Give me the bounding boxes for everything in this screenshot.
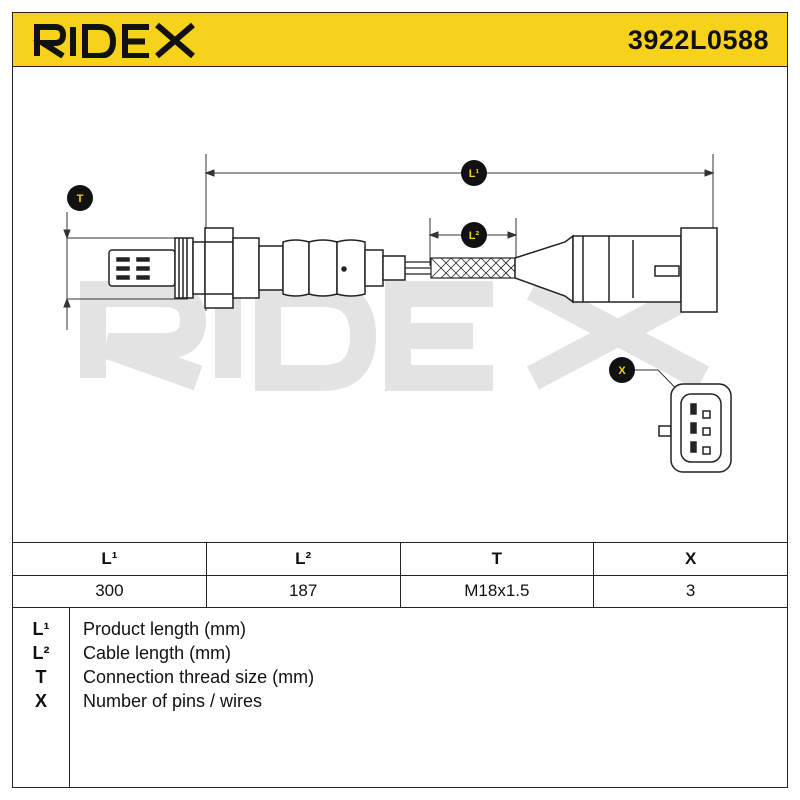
legend-description: Product length (mm) <box>83 619 247 639</box>
page-frame <box>12 12 788 788</box>
spec-header-t: T <box>399 543 594 575</box>
sensor-drawing: L¹ L² T <box>63 154 732 473</box>
spec-header-l1: L¹ <box>101 549 118 568</box>
legend-divider <box>69 607 70 787</box>
legend-key: X <box>34 691 47 711</box>
spec-header-l2: L² <box>205 543 400 575</box>
legend-item: L² Cable length (mm) <box>13 643 787 667</box>
connector <box>514 227 718 313</box>
l2-badge: L² <box>461 222 487 248</box>
l1-badge: L¹ <box>461 160 487 186</box>
spec-table: L¹ L² T X 300 187 M18x1.5 3 <box>13 542 787 608</box>
spec-value-x: 3 <box>593 575 787 607</box>
spec-header-row: L¹ L² T X <box>13 543 787 576</box>
ridex-watermark <box>80 276 710 391</box>
spec-value-l1: 300 <box>95 581 124 600</box>
spec-values-row: 300 187 M18x1.5 3 <box>13 575 787 607</box>
ridex-logo <box>33 22 195 58</box>
legend-item: T Connection thread size (mm) <box>13 667 787 691</box>
connector-face <box>658 383 732 473</box>
t-badge-text: T <box>77 193 84 205</box>
legend-key: L¹ <box>32 619 50 639</box>
legend-item: L¹ Product length (mm) <box>13 619 787 643</box>
x-badge-text: X <box>618 365 626 377</box>
legend-item: X Number of pins / wires <box>13 691 787 715</box>
spec-value-t: M18x1.5 <box>399 575 594 607</box>
x-badge: X <box>609 357 635 383</box>
l1-badge-text: L¹ <box>469 168 480 180</box>
spec-header-x: X <box>593 543 787 575</box>
part-number: 3922L0588 <box>627 25 769 55</box>
header-bar: 3922L0588 <box>13 13 787 67</box>
t-badge: T <box>67 185 93 211</box>
l2-badge-text: L² <box>469 230 480 242</box>
legend-description: Number of pins / wires <box>83 691 263 711</box>
legend-description: Connection thread size (mm) <box>83 667 315 687</box>
legend-description: Cable length (mm) <box>83 643 232 663</box>
spec-value-l2: 187 <box>205 575 400 607</box>
t-dimension <box>63 212 188 330</box>
legend-key: L² <box>32 643 50 663</box>
legend-key: T <box>35 667 47 687</box>
legend: L¹ Product length (mm) L² Cable length (… <box>13 607 787 787</box>
braided-cable <box>430 257 516 279</box>
oxygen-sensor <box>108 227 406 309</box>
sensor-wires <box>405 261 431 275</box>
